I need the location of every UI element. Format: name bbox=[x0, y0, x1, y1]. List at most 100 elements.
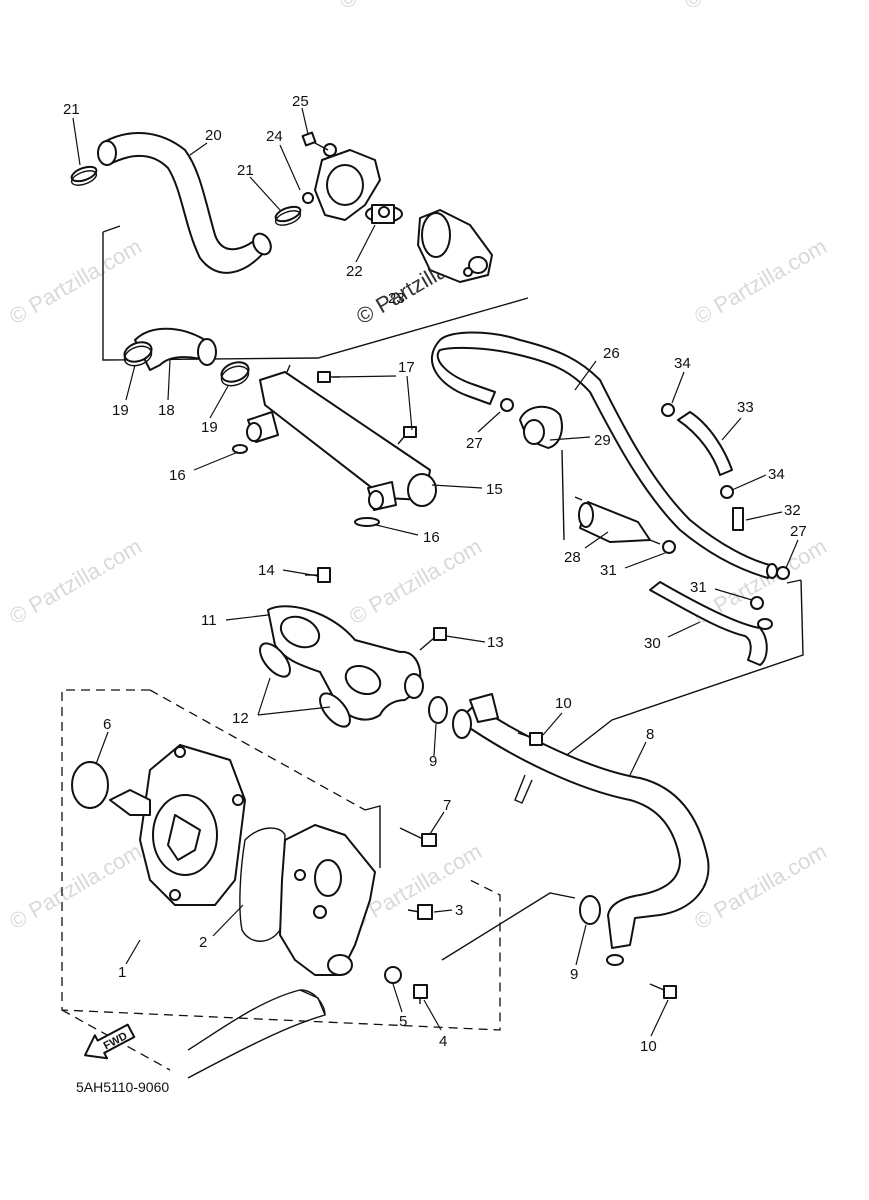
clamp-19-right bbox=[220, 361, 250, 387]
callout-34: 34 bbox=[768, 466, 785, 483]
clip-29 bbox=[519, 405, 563, 449]
gasket-2 bbox=[239, 827, 286, 942]
bolt-4 bbox=[413, 984, 428, 1004]
callout-6: 6 bbox=[103, 716, 111, 733]
callout-10: 10 bbox=[640, 1038, 657, 1055]
callout-4: 4 bbox=[439, 1033, 447, 1050]
callout-22: 22 bbox=[346, 263, 363, 280]
watermark: © Partzilla.com bbox=[5, 839, 146, 935]
callout-8: 8 bbox=[646, 726, 654, 743]
callout-31: 31 bbox=[690, 579, 707, 596]
callout-19: 19 bbox=[201, 419, 218, 436]
callout-2: 2 bbox=[199, 934, 207, 951]
bolt-13 bbox=[419, 627, 447, 651]
bolt-3 bbox=[407, 904, 433, 920]
callout-3: 3 bbox=[455, 902, 463, 919]
bolt-7 bbox=[399, 827, 437, 847]
callout-21: 21 bbox=[237, 162, 254, 179]
callout-7: 7 bbox=[443, 797, 451, 814]
lower-hose bbox=[187, 989, 326, 1079]
clamp-34-lower bbox=[720, 485, 734, 499]
callout-34: 34 bbox=[674, 355, 691, 372]
bolt-17-lower bbox=[397, 426, 417, 445]
callout-19: 19 bbox=[112, 402, 129, 419]
bolt-10-lower bbox=[649, 983, 677, 999]
filter-28 bbox=[574, 496, 661, 545]
callout-23: 23 bbox=[388, 290, 405, 307]
clamp-19-left bbox=[123, 341, 153, 367]
hose-26 bbox=[430, 331, 778, 579]
o-ring-9-upper bbox=[428, 696, 448, 724]
callout-14: 14 bbox=[258, 562, 275, 579]
o-ring-6 bbox=[71, 761, 109, 809]
callout-27: 27 bbox=[466, 435, 483, 452]
callout-13: 13 bbox=[487, 634, 504, 651]
o-ring-16-lower bbox=[354, 517, 380, 527]
thermostat-cover-24 bbox=[302, 143, 381, 221]
watermark: © Partzilla.com bbox=[345, 534, 486, 630]
callout-21: 21 bbox=[63, 101, 80, 118]
callout-labels: 21 20 25 24 21 22 23 26 34 33 19 18 19 1… bbox=[63, 93, 807, 1055]
callout-17: 17 bbox=[398, 359, 415, 376]
callout-11: 11 bbox=[201, 612, 217, 629]
callout-9: 9 bbox=[429, 753, 437, 770]
callout-20: 20 bbox=[205, 127, 222, 144]
watermark: © Partzilla.com bbox=[690, 234, 831, 330]
clamp-31-upper bbox=[662, 540, 676, 554]
callout-27: 27 bbox=[790, 523, 807, 540]
callout-28: 28 bbox=[564, 549, 581, 566]
fwd-arrow: FWD bbox=[84, 1023, 136, 1060]
hose-33 bbox=[677, 411, 733, 476]
gasket-12-lower bbox=[319, 692, 351, 728]
callout-18: 18 bbox=[158, 402, 175, 419]
callout-16: 16 bbox=[169, 467, 186, 484]
part-code: 5AH5110-9060 bbox=[76, 1079, 169, 1095]
callout-26: 26 bbox=[603, 345, 620, 362]
clamp-21-right bbox=[274, 205, 302, 226]
hose-20 bbox=[97, 132, 272, 274]
pump-cover bbox=[279, 824, 376, 976]
callout-5: 5 bbox=[399, 1013, 407, 1030]
callout-25: 25 bbox=[292, 93, 309, 110]
watermark: © Partzilla.com bbox=[680, 0, 821, 14]
callout-30: 30 bbox=[644, 635, 661, 652]
clamp-27-lower bbox=[776, 566, 790, 580]
clamp-31-lower bbox=[750, 596, 764, 610]
watermark: © Partzilla.com bbox=[5, 234, 146, 330]
bolt-14 bbox=[305, 567, 331, 583]
watermark: © Partzilla.com bbox=[5, 534, 146, 630]
hose-30 bbox=[649, 581, 773, 666]
callout-29: 29 bbox=[594, 432, 611, 449]
o-ring-16-upper bbox=[232, 444, 248, 454]
watermark: © Partzilla.com bbox=[690, 839, 831, 935]
gasket-12-upper bbox=[259, 642, 291, 678]
watermark: © Partzilla.com bbox=[335, 0, 476, 14]
leader-lines bbox=[72, 107, 799, 1037]
callout-31: 31 bbox=[600, 562, 617, 579]
washer-5 bbox=[384, 966, 402, 984]
callout-15: 15 bbox=[486, 481, 503, 498]
clamp-34-upper bbox=[661, 403, 675, 417]
thermostat-housing-23 bbox=[417, 209, 493, 283]
callout-10: 10 bbox=[555, 695, 572, 712]
callout-33: 33 bbox=[737, 399, 754, 416]
callout-9: 9 bbox=[570, 966, 578, 983]
manifold-11 bbox=[267, 605, 424, 721]
callout-32: 32 bbox=[784, 502, 801, 519]
pipe-8 bbox=[452, 693, 710, 966]
joint-32 bbox=[732, 507, 744, 531]
bolt-10-upper bbox=[517, 732, 543, 746]
fwd-label: FWD bbox=[102, 1030, 130, 1052]
clamp-27-upper bbox=[500, 398, 514, 412]
o-ring-9-lower bbox=[579, 895, 601, 925]
pump-body bbox=[109, 744, 246, 906]
callout-12: 12 bbox=[232, 710, 249, 727]
pipe-15 bbox=[246, 364, 437, 511]
callout-16: 16 bbox=[423, 529, 440, 546]
bolt-25 bbox=[301, 131, 329, 151]
hose-18 bbox=[134, 327, 217, 371]
callout-1: 1 bbox=[118, 964, 126, 981]
callout-24: 24 bbox=[266, 128, 283, 145]
thermostat-22 bbox=[365, 204, 403, 224]
